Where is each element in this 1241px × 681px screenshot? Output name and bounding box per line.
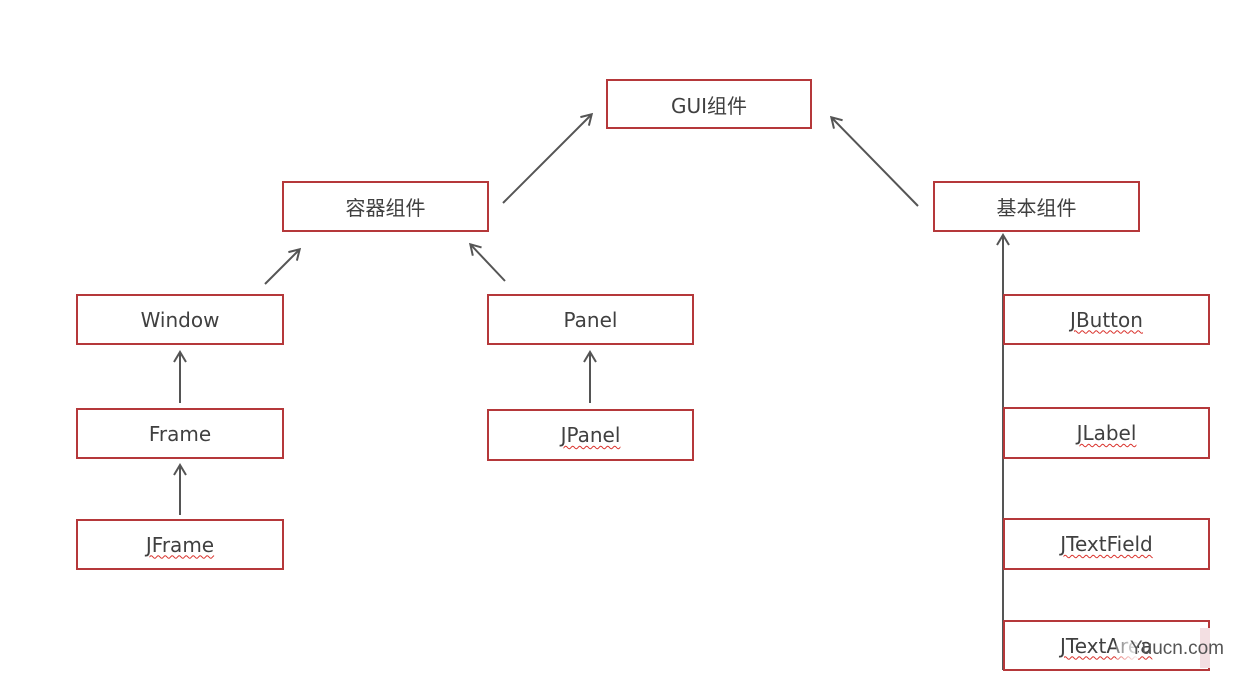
watermark-text: Yuucn.com xyxy=(1130,638,1224,659)
node-label: JLabel xyxy=(1076,421,1137,445)
node-label: Panel xyxy=(563,307,618,332)
node-label: GUI组件 xyxy=(670,93,748,118)
node-jlabel: JLabel xyxy=(1003,407,1210,459)
arrow-panel-to-container xyxy=(468,242,506,282)
node-jpanel: JPanel xyxy=(487,409,694,461)
arrow-basic-to-gui xyxy=(829,115,919,207)
node-container-component: 容器组件 xyxy=(282,181,489,232)
node-label: JButton xyxy=(1070,307,1143,332)
node-panel: Panel xyxy=(487,294,694,345)
node-jbutton: JButton xyxy=(1003,294,1210,345)
node-label: JFrame xyxy=(145,532,215,557)
node-label: 基本组件 xyxy=(996,196,1077,220)
node-basic-component: 基本组件 xyxy=(933,181,1140,232)
watermark-logo-mark xyxy=(1200,628,1210,668)
node-label: Window xyxy=(140,307,220,332)
node-jtextarea: JTextArea xyxy=(1003,620,1210,671)
node-label: 容器组件 xyxy=(345,196,426,220)
arrow-container-to-gui xyxy=(502,112,594,204)
node-label: Frame xyxy=(148,421,212,446)
watermark: Yuucn.com xyxy=(1116,628,1236,668)
node-window: Window xyxy=(76,294,284,345)
node-label: JTextField xyxy=(1060,532,1153,556)
watermark-fade xyxy=(1116,628,1138,668)
node-jframe: JFrame xyxy=(76,519,284,570)
node-label: JPanel xyxy=(560,423,621,447)
node-gui-component: GUI组件 xyxy=(606,79,812,129)
node-jtextfield: JTextField xyxy=(1003,518,1210,570)
node-frame: Frame xyxy=(76,408,284,459)
arrow-window-to-container xyxy=(264,247,302,285)
